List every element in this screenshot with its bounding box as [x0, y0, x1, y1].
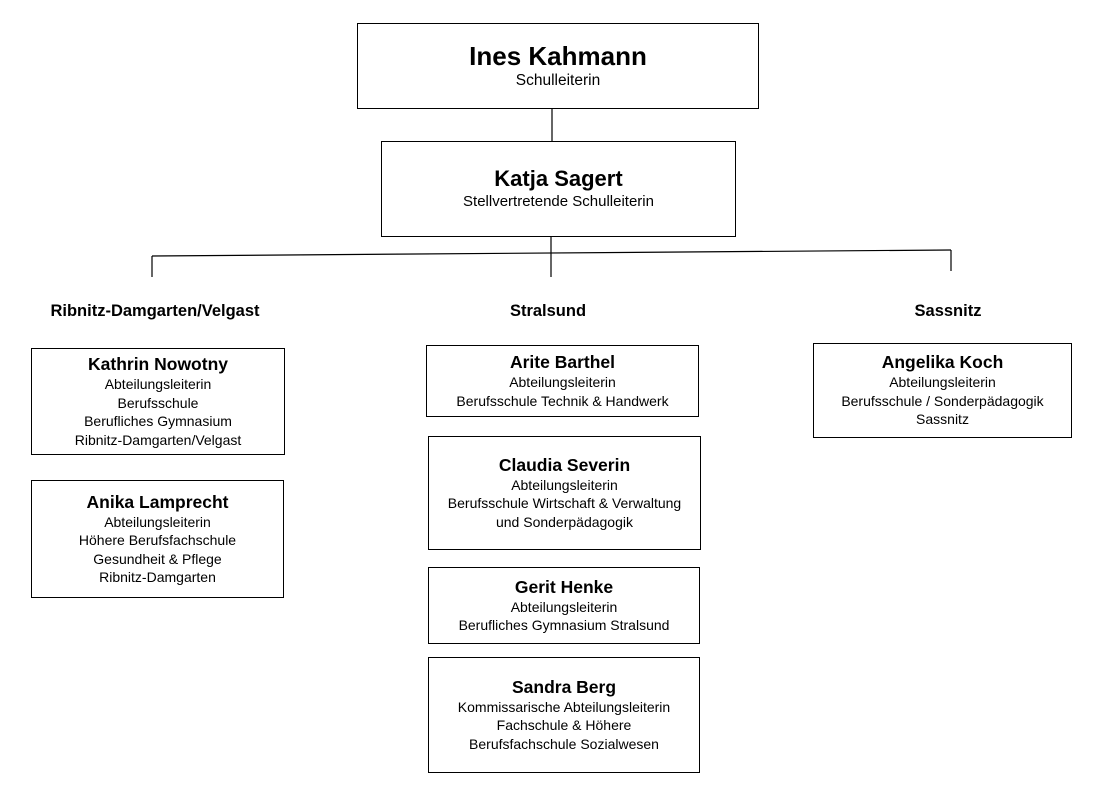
person-detail: Abteilungsleiterin	[510, 598, 618, 615]
person-name: Claudia Severin	[498, 454, 631, 475]
person-detail: Berufsschule	[117, 394, 199, 411]
person-name: Angelika Koch	[881, 352, 1004, 373]
person-detail: Abteilungsleiterin	[889, 374, 996, 391]
person-box-lamprecht: Anika Lamprecht Abteilungsleiterin Höher…	[31, 480, 284, 598]
person-detail: Berufliches Gymnasium	[84, 413, 232, 429]
column-heading-ribnitz: Ribnitz-Damgarten/Velgast	[50, 302, 260, 320]
person-name: Sandra Berg	[511, 676, 617, 697]
person-detail: Berufsschule Wirtschaft & Verwaltung	[447, 495, 682, 512]
person-detail: Berufsschule Technik & Handwerk	[456, 392, 669, 409]
person-name: Gerit Henke	[514, 576, 614, 597]
person-detail: Ribnitz-Damgarten	[99, 569, 216, 585]
person-detail: Kommissarische Abteilungsleiterin	[457, 698, 671, 715]
person-box-severin: Claudia Severin Abteilungsleiterin Beruf…	[428, 436, 701, 550]
deputy-name: Katja Sagert	[494, 166, 623, 191]
person-box-berg: Sandra Berg Kommissarische Abteilungslei…	[428, 657, 700, 773]
principal-role: Schulleiterin	[515, 72, 601, 89]
person-detail: Abteilungsleiterin	[509, 374, 616, 390]
person-box-koch: Angelika Koch Abteilungsleiterin Berufss…	[813, 343, 1072, 438]
person-name: Anika Lamprecht	[86, 491, 229, 512]
person-detail: Ribnitz-Damgarten/Velgast	[74, 431, 242, 448]
person-detail: Berufsschule / Sonderpädagogik	[841, 392, 1044, 409]
person-detail: Höhere Berufsfachschule	[78, 532, 237, 548]
column-heading-stralsund: Stralsund	[509, 302, 587, 320]
person-name: Arite Barthel	[509, 352, 616, 372]
person-detail: Berufliches Gymnasium Stralsund	[458, 617, 670, 633]
column-heading-sassnitz: Sassnitz	[914, 302, 982, 320]
principal-box: Ines Kahmann Schulleiterin	[357, 23, 759, 109]
deputy-role: Stellvertretende Schulleiterin	[463, 193, 654, 210]
person-box-henke: Gerit Henke Abteilungsleiterin Beruflich…	[428, 567, 700, 644]
person-detail: Abteilungsleiterin	[104, 513, 211, 530]
person-box-barthel: Arite Barthel Abteilungsleiterin Berufss…	[426, 345, 699, 417]
person-detail: Sassnitz	[916, 411, 969, 428]
person-detail: Abteilungsleiterin	[511, 476, 618, 493]
connector-horizontal	[151, 249, 952, 257]
person-detail: Berufsfachschule Sozialwesen	[469, 735, 659, 752]
person-detail: Abteilungsleiterin	[104, 376, 212, 392]
person-detail: Fachschule & Höhere	[496, 717, 632, 734]
deputy-box: Katja Sagert Stellvertretende Schulleite…	[381, 141, 736, 237]
person-box-nowotny: Kathrin Nowotny Abteilungsleiterin Beruf…	[31, 348, 285, 455]
person-name: Kathrin Nowotny	[88, 354, 228, 374]
person-detail: und Sonderpädagogik	[495, 513, 633, 530]
person-detail: Gesundheit & Pflege	[93, 550, 222, 567]
principal-name: Ines Kahmann	[469, 41, 647, 71]
